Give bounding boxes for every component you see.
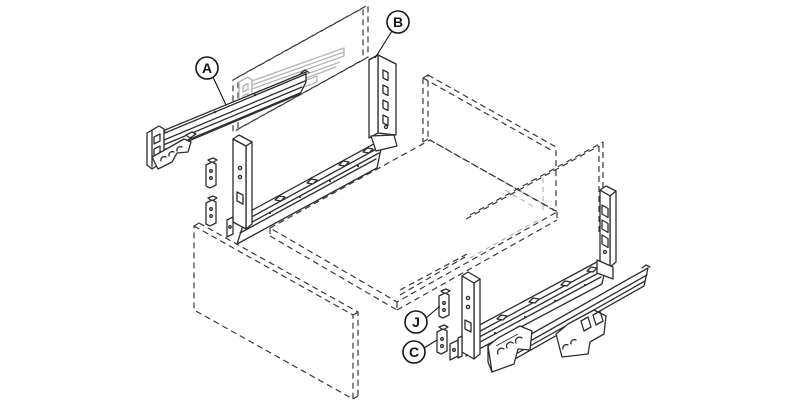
right-panel-rear-bracket xyxy=(596,185,617,280)
front-fixing-clip-upper xyxy=(205,157,218,189)
callout-c: C xyxy=(402,339,438,364)
rail-front-latch xyxy=(487,325,533,373)
rear-fixing-clip-lower xyxy=(436,324,449,355)
rail-middle-latch xyxy=(555,309,607,358)
left-cabinet-rail xyxy=(146,69,310,170)
drawer-front-panel-dashed xyxy=(193,222,359,400)
callout-j-letter: J xyxy=(412,314,420,330)
right-cabinet-rail xyxy=(487,264,651,373)
left-panel-rear-bracket xyxy=(368,54,398,152)
left-drawer-side-panel xyxy=(226,54,398,245)
callout-a: A xyxy=(195,56,227,106)
front-fixing-clip-lower xyxy=(205,195,218,227)
hidden-lines xyxy=(469,178,544,259)
callout-j-leader xyxy=(425,305,441,319)
callout-b-letter: B xyxy=(393,14,403,30)
callout-a-circle xyxy=(195,56,219,80)
drawer-bottom-panel-dashed xyxy=(268,139,559,311)
rear-panel-dashed xyxy=(232,3,369,134)
callout-j-circle xyxy=(404,310,428,334)
callout-b-circle xyxy=(386,10,410,34)
callout-a-letter: A xyxy=(202,60,212,76)
callout-b-leader xyxy=(374,30,393,59)
left-panel-front-post xyxy=(226,134,253,238)
callout-c-letter: C xyxy=(409,344,419,360)
drawer-back-panel-dashed xyxy=(422,73,557,213)
right-drawer-side-panel xyxy=(449,185,617,361)
right-panel-front-post xyxy=(449,271,481,361)
callout-b: B xyxy=(374,10,410,59)
callout-c-circle xyxy=(402,340,426,364)
callout-c-leader xyxy=(423,339,438,349)
callout-j: J xyxy=(404,305,441,334)
rear-fixing-clip-upper xyxy=(438,288,451,319)
right-rear-panel-dashed xyxy=(399,141,604,296)
callout-a-leader xyxy=(212,76,227,106)
